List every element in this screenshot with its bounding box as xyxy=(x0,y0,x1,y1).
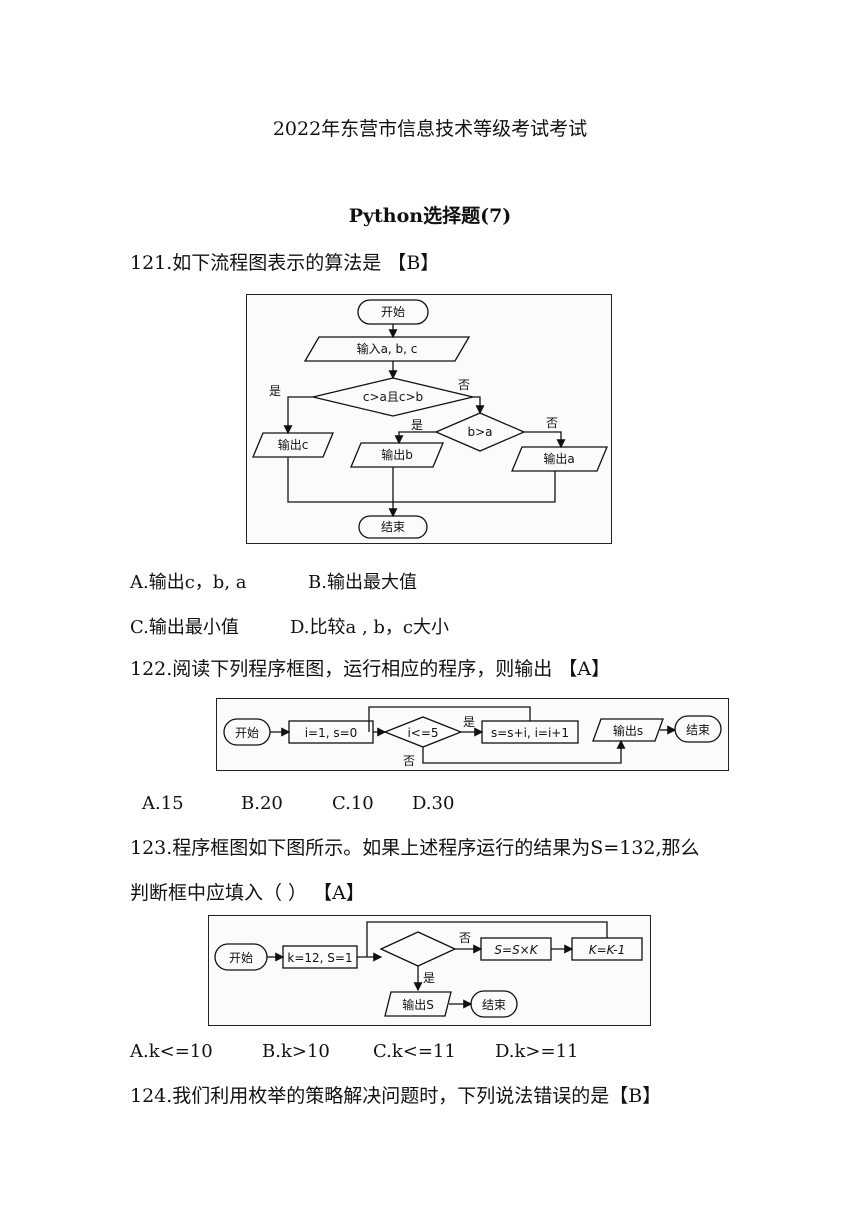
end-label: 结束 xyxy=(686,723,710,737)
no-label: 否 xyxy=(403,754,415,768)
question-123-stem-line-1: 123.程序框图如下图所示。如果上述程序运行的结果为S=132,那么 xyxy=(130,837,700,859)
question-122-option-b: B.20 xyxy=(241,793,283,814)
output-label: 输出S xyxy=(402,997,434,1012)
yes-label-2: 是 xyxy=(411,418,423,432)
init-label: k=12, S=1 xyxy=(287,951,352,965)
question-122-option-c: C.10 xyxy=(332,793,374,814)
no-label-1: 否 xyxy=(458,378,470,392)
end-terminal xyxy=(470,990,518,1018)
yes-label-1: 是 xyxy=(269,384,281,398)
condition-label: i<=5 xyxy=(407,726,438,740)
question-123-stem-line-2: 判断框中应填入（ ） 【A】 xyxy=(130,882,365,904)
question-121-flowchart: 开始 输入a, b, c c>a且c>b 是 否 输出c b>a 是 否 输出b… xyxy=(246,294,612,544)
output-b-parallelogram xyxy=(350,442,444,468)
condition-1-label: c>a且c>b xyxy=(363,390,423,404)
question-123-option-a: A.k<=10 xyxy=(130,1041,213,1062)
question-122-stem: 122.阅读下列程序框图，运行相应的程序，则输出 【A】 xyxy=(130,658,611,680)
start-label: 开始 xyxy=(381,305,405,319)
condition-2-label: b>a xyxy=(467,425,492,439)
document-title: 2022年东营市信息技术等级考试考试 xyxy=(272,118,588,140)
output-parallelogram xyxy=(592,718,664,742)
input-label: 输入a, b, c xyxy=(357,341,418,356)
input-parallelogram xyxy=(303,336,471,362)
question-122-option-a: A.15 xyxy=(142,793,184,814)
init-label: i=1, s=0 xyxy=(305,726,358,740)
question-123-option-d: D.k>=11 xyxy=(495,1041,579,1062)
question-121-option-c: C.输出最小值 xyxy=(130,617,239,638)
output-label: 输出s xyxy=(613,723,643,738)
question-121-option-d: D.比较a , b，c大小 xyxy=(290,617,450,638)
output-b-label: 输出b xyxy=(381,447,413,462)
question-123-option-b: B.k>10 xyxy=(262,1041,330,1062)
question-123-flowchart: 开始 k=12, S=1 否 是 S=S×K K=K-1 输出S 结束 xyxy=(208,915,651,1026)
start-label: 开始 xyxy=(235,726,259,740)
question-122-option-d: D.30 xyxy=(412,793,455,814)
no-label-2: 否 xyxy=(546,416,558,430)
question-121-stem: 121.如下流程图表示的算法是 【B】 xyxy=(130,252,440,274)
question-121-option-a: A.输出c，b, a xyxy=(130,572,247,593)
output-a-parallelogram xyxy=(511,446,608,472)
loop-condition-diamond xyxy=(379,931,457,967)
start-label: 开始 xyxy=(229,951,253,965)
question-122-flowchart: 开始 i=1, s=0 i<=5 是 否 s=s+i, i=i+1 输出s 结束 xyxy=(216,698,729,771)
end-terminal xyxy=(674,715,722,743)
decrement-label: K=K-1 xyxy=(589,943,626,957)
section-subtitle: Python选择题(7) xyxy=(348,205,512,227)
question-121-option-b: B.输出最大值 xyxy=(308,572,417,593)
end-label: 结束 xyxy=(482,998,506,1012)
no-label: 否 xyxy=(459,931,471,945)
output-c-label: 输出c xyxy=(278,437,309,452)
yes-label: 是 xyxy=(423,971,435,985)
decision-diamond-1 xyxy=(312,377,474,417)
loop-body-label: s=s+i, i=i+1 xyxy=(491,726,569,740)
end-label: 结束 xyxy=(381,520,405,534)
output-parallelogram xyxy=(384,991,452,1017)
end-terminal xyxy=(358,515,428,539)
question-124-stem: 124.我们利用枚举的策略解决问题时，下列说法错误的是【B】 xyxy=(130,1085,662,1107)
multiply-label: S=S×K xyxy=(494,943,538,957)
question-123-option-c: C.k<=11 xyxy=(373,1041,456,1062)
output-c-parallelogram xyxy=(252,432,334,458)
yes-label: 是 xyxy=(463,715,475,729)
decision-diamond-2 xyxy=(434,412,526,452)
output-a-label: 输出a xyxy=(543,451,574,466)
